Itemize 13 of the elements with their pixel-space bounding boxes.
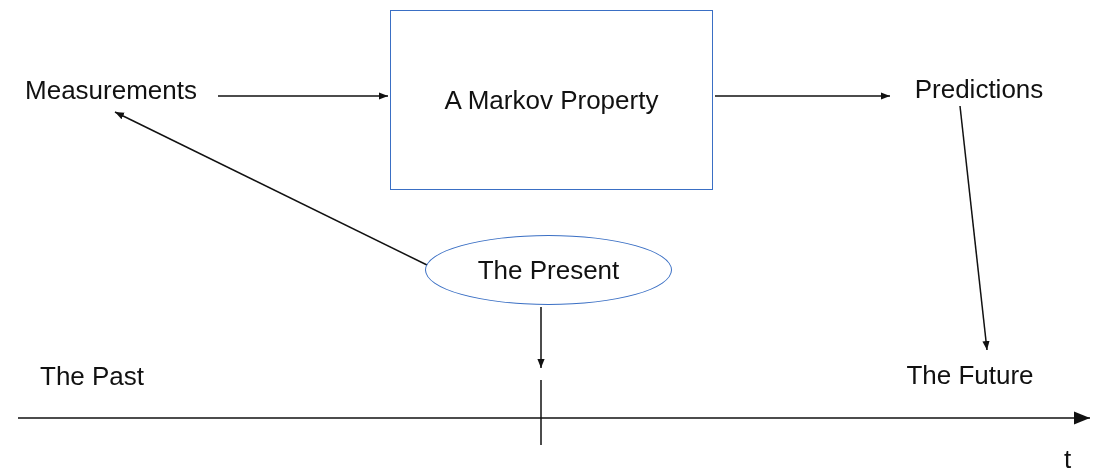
node-label: The Future <box>893 358 1047 392</box>
arrow <box>714 92 891 100</box>
arrow <box>537 306 545 369</box>
axis-label: t <box>1064 444 1072 470</box>
arrow <box>959 105 990 351</box>
arrow <box>217 92 389 100</box>
process-box <box>390 10 713 190</box>
region-label: The Past <box>40 361 145 392</box>
node-text: The Present <box>477 254 620 286</box>
node-label: Predictions <box>900 72 1058 106</box>
node-label: Measurements <box>8 74 214 106</box>
arrow <box>114 111 428 266</box>
node-text: A Markov Property <box>444 84 659 116</box>
